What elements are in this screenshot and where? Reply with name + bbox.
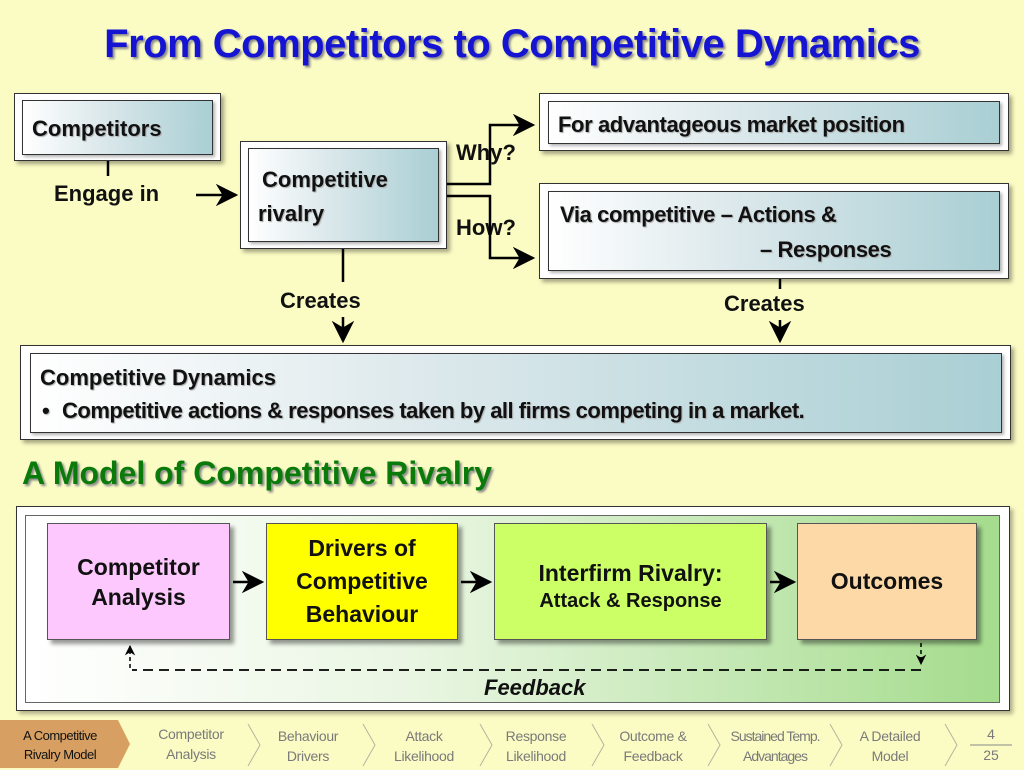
page-current: 4 <box>987 726 995 742</box>
competitor-analysis-line2: Analysis <box>91 583 186 610</box>
nav-active-label[interactable]: A Competitive Rivalry Model <box>0 726 120 766</box>
slide-title: From Competitors to Competitive Dynamics <box>104 22 920 66</box>
nav-item-line2: Likelihood <box>505 748 567 764</box>
dynamics-bullet: • <box>42 398 50 423</box>
nav-item-line2: Model <box>871 748 909 764</box>
interfirm-rivalry-line2: Attack & Response <box>539 590 722 612</box>
competitor-analysis-line1: Competitor <box>77 553 200 580</box>
why-answer-inner <box>548 101 1000 144</box>
drivers-line3: Behaviour <box>305 601 419 627</box>
model-subtitle: A Model of Competitive Rivalry <box>22 455 492 491</box>
nav-item-line1: Attack <box>405 728 443 744</box>
nav-item-active[interactable] <box>0 720 130 768</box>
why-connector <box>447 113 536 186</box>
dynamics-inner <box>30 353 1002 433</box>
competitor-analysis-box: Competitor Analysis <box>47 523 230 640</box>
nav-item-detailed-model[interactable]: A Detailed Model <box>835 726 945 770</box>
nav-item-outcome-feedback[interactable]: Outcome & Feedback <box>597 726 709 770</box>
bottom-nav <box>0 720 1024 768</box>
why-label: Why? <box>456 140 516 165</box>
drivers-line2: Competitive <box>296 568 428 594</box>
rivalry-label-line2: rivalry <box>258 201 325 226</box>
how-label: How? <box>456 215 516 240</box>
feedback-label: Feedback <box>484 675 586 700</box>
rivalry-inner <box>248 148 439 242</box>
how-answer-line2: – Responses <box>760 237 892 262</box>
nav-item-line1: Sustained Temp. <box>730 728 820 744</box>
interfirm-rivalry-line1: Interfirm Rivalry: <box>538 560 723 586</box>
nav-item-line2: Likelihood <box>393 748 455 764</box>
nav-item-competitor-analysis[interactable]: Competitor Analysis <box>135 724 247 768</box>
creates-right-label: Creates <box>724 291 805 316</box>
nav-item-line1: Behaviour <box>277 728 339 744</box>
nav-item-line2: Advantages <box>743 748 808 764</box>
nav-item-line2: Drivers <box>286 748 330 764</box>
nav-active-line2: Rivalry Model <box>23 747 97 762</box>
engage-in-label: Engage in <box>54 181 160 206</box>
competitors-label: Competitors <box>32 116 162 141</box>
page-total: 25 <box>983 747 999 763</box>
creates-left-label: Creates <box>280 288 361 313</box>
drivers-line1: Drivers of <box>308 535 416 561</box>
nav-item-attack-likelihood[interactable]: Attack Likelihood <box>368 726 480 770</box>
nav-item-line2: Analysis <box>166 746 216 762</box>
how-connector <box>447 194 536 270</box>
dynamics-title: Competitive Dynamics <box>40 365 276 390</box>
nav-item-sustained-advantages[interactable]: Sustained Temp. Advantages <box>714 726 836 770</box>
nav-item-line1: A Detailed <box>859 728 921 744</box>
how-answer-line1: Via competitive – Actions & <box>560 202 837 227</box>
nav-item-behaviour-drivers[interactable]: Behaviour Drivers <box>252 726 364 770</box>
how-answer-inner <box>548 191 1000 271</box>
nav-item-line1: Outcome & <box>619 728 687 744</box>
competitors-inner <box>22 100 213 155</box>
nav-item-line1: Competitor <box>158 726 224 742</box>
nav-item-line1: Response <box>505 728 567 744</box>
why-answer-label: For advantageous market position <box>558 112 905 137</box>
nav-item-line2: Feedback <box>623 748 683 764</box>
rivalry-label-line1: Competitive <box>262 167 388 192</box>
interfirm-rivalry-box: Interfirm Rivalry: Attack & Response <box>494 523 767 640</box>
outcomes-label: Outcomes <box>830 568 944 594</box>
nav-active-line1: A Competitive <box>23 728 97 743</box>
nav-item-response-likelihood[interactable]: Response Likelihood <box>480 726 592 770</box>
dynamics-text: Competitive actions & responses taken by… <box>62 398 805 423</box>
drivers-box: Drivers of Competitive Behaviour <box>266 523 458 640</box>
outcomes-box: Outcomes <box>797 523 977 640</box>
